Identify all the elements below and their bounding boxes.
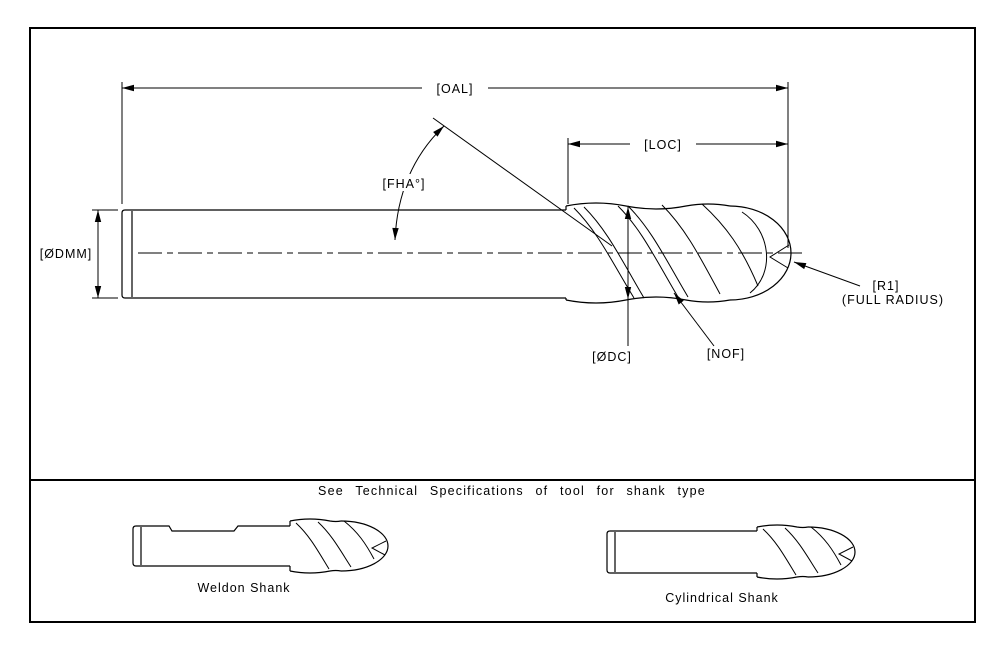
drawing-border [29,27,976,623]
cylindrical-flute-1 [762,528,797,576]
dimension-fha: [FHA°] [370,117,613,247]
fha-tangent-line [432,117,613,247]
weldon-cutter-bottom [289,569,342,574]
weldon-shank-label: Weldon Shank [197,581,290,595]
odmm-label-mask [34,244,94,261]
dimension-r1: [R1] (FULL RADIUS) [793,261,944,307]
flute-4 [701,203,759,287]
cylindrical-shank-label: Cylindrical Shank [665,591,779,605]
flute-2 [617,205,679,298]
dimension-odmm: [ØDMM] [34,209,118,299]
ball-nose-arc [729,205,792,301]
cylindrical-flute-2 [784,527,819,574]
cylindrical-shank-view: Cylindrical Shank [606,524,856,605]
fha-label: [FHA°] [383,177,426,191]
shank-body [121,209,566,299]
ball-tip-edges [769,244,790,269]
cylindrical-cutter-bottom [756,575,809,580]
weldon-flute-1 [295,522,330,570]
r1-full-radius-label: (FULL RADIUS) [842,293,944,307]
dimension-nof: [NOF] [673,292,745,361]
weldon-shank-body [132,525,290,567]
weldon-cutter-top [289,518,342,523]
cylindrical-shank-body [606,530,757,574]
shank-note-text: See Technical Specifications of tool for… [318,484,706,498]
nof-label: [NOF] [707,347,745,361]
dimension-oal: [OAL] [121,79,789,248]
shank-outline [121,209,566,299]
ball-flute-edge [741,211,768,294]
fha-label-mask [370,174,438,191]
flute-3 [661,204,721,295]
main-view: [OAL] [LOC] [FHA°] [ØDMM] [Ø [34,79,944,364]
weldon-shank-view: Weldon Shank [132,518,389,595]
cutter-top-edge [565,202,731,210]
weldon-ball-nose [340,520,389,572]
flute-2b [627,205,689,298]
loc-label: [LOC] [644,138,682,152]
r1-label: [R1] [873,279,900,293]
weldon-tip-edges [370,540,387,556]
oal-label: [OAL] [437,82,474,96]
shank-type-section: See Technical Specifications of tool for… [132,484,856,605]
cutter-bottom-edge [565,296,731,304]
weldon-flute-3 [343,520,375,560]
cylindrical-tip-edges [837,546,854,562]
loc-label-mask [630,135,696,152]
dimension-odc: [ØDC] [592,207,632,364]
oal-label-mask [422,79,488,96]
r1-leader [793,261,861,287]
cylindrical-flute-3 [810,526,842,566]
odc-label: [ØDC] [592,350,632,364]
cylindrical-cutter-top [756,524,809,529]
flute-1b [583,206,645,299]
nof-leader [673,292,715,347]
weldon-flute-2 [317,521,352,568]
dimension-loc: [LOC] [567,135,788,204]
odmm-label: [ØDMM] [40,247,93,261]
cylindrical-ball-nose [807,526,856,578]
